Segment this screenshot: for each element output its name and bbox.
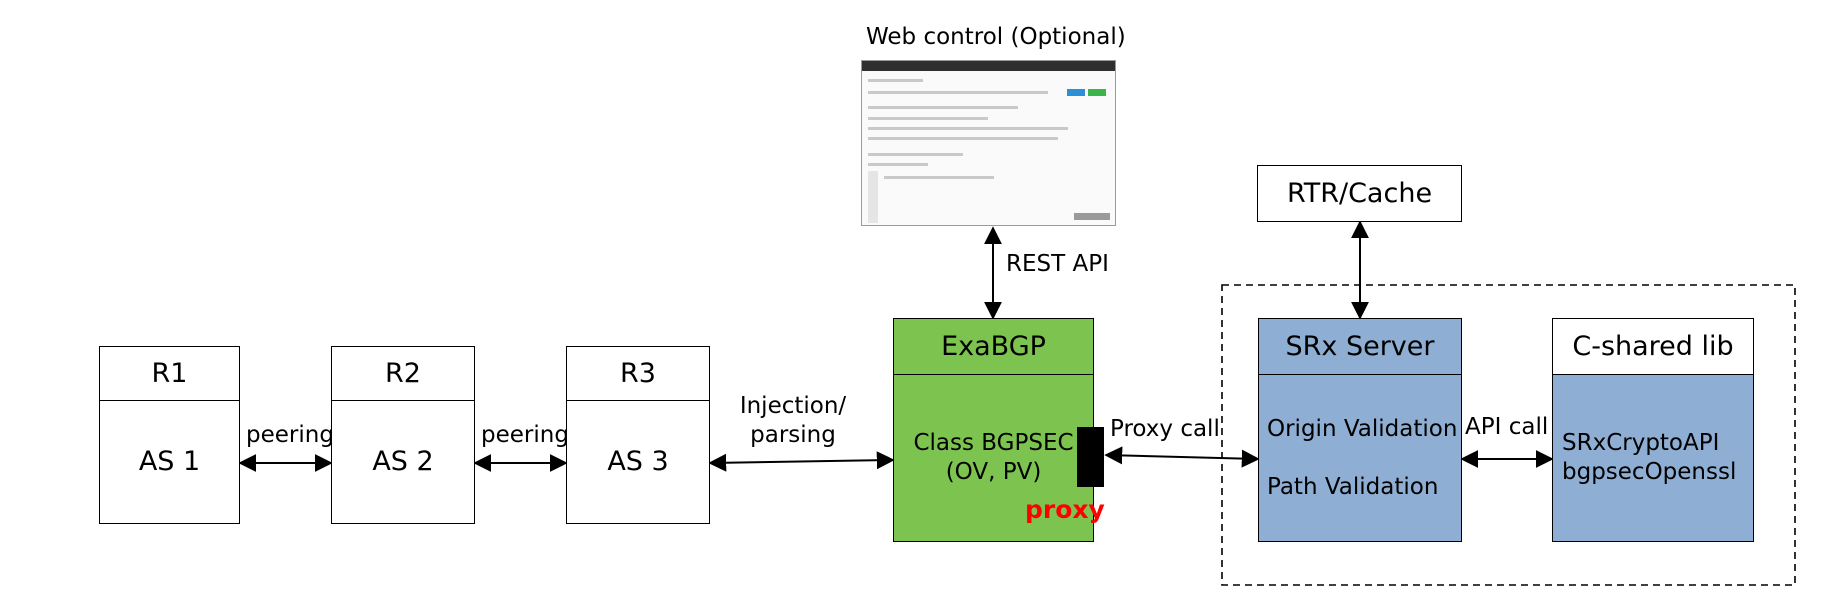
srx-server-body: Origin Validation Path Validation (1259, 375, 1461, 541)
router-as: AS 1 (138, 445, 201, 477)
peering-label-1: peering (246, 422, 334, 448)
srx-server-box: SRx Server Origin Validation Path Valida… (1258, 318, 1462, 542)
router-name: R1 (100, 347, 239, 401)
injection-label: Injection/ parsing (729, 392, 857, 450)
api-call-label: API call (1465, 414, 1549, 440)
c-shared-lib-box: C-shared lib SRxCryptoAPI bgpsecOpenssl (1552, 318, 1754, 542)
peering-label-2: peering (481, 422, 569, 448)
router-name: R3 (567, 347, 709, 401)
router-r2: R2 AS 2 (331, 346, 475, 524)
proxy-call-arrow (1104, 446, 1260, 468)
web-control-screenshot (861, 60, 1116, 226)
rest-api-label: REST API (1006, 251, 1109, 277)
c-shared-lib-title: C-shared lib (1553, 319, 1753, 375)
lib-line-2: bgpsecOpenssl (1562, 459, 1737, 485)
exabgp-title: ExaBGP (894, 319, 1093, 375)
injection-line-1: Injection/ (739, 393, 847, 419)
lib-line-1: SRxCryptoAPI (1562, 430, 1720, 456)
router-as: AS 2 (372, 445, 434, 477)
router-name: R2 (332, 347, 474, 401)
injection-line-2: parsing (750, 422, 836, 448)
proxy-label: proxy (1025, 495, 1105, 524)
web-control-topbar (862, 61, 1115, 71)
srx-line-2: Path Validation (1267, 474, 1439, 500)
rtr-cache-box: RTR/Cache (1257, 165, 1462, 222)
router-as: AS 3 (607, 445, 669, 477)
srx-group-border (1221, 284, 1796, 586)
exabgp-line-2: (OV, PV) (945, 459, 1042, 485)
router-r1: R1 AS 1 (99, 346, 240, 524)
web-control-title: Web control (Optional) (866, 24, 1126, 50)
c-shared-lib-body: SRxCryptoAPI bgpsecOpenssl (1553, 375, 1753, 541)
rtr-cache-title: RTR/Cache (1286, 177, 1433, 209)
proxy-connector (1077, 427, 1104, 487)
srx-line-1: Origin Validation (1267, 416, 1458, 442)
srx-server-title: SRx Server (1259, 319, 1461, 375)
exabgp-line-1: Class BGPSEC (913, 430, 1074, 456)
exabgp-body: Class BGPSEC (OV, PV) (894, 375, 1093, 541)
proxy-call-label: Proxy call (1110, 416, 1220, 442)
injection-arrow (708, 451, 895, 472)
router-r3: R3 AS 3 (566, 346, 710, 524)
